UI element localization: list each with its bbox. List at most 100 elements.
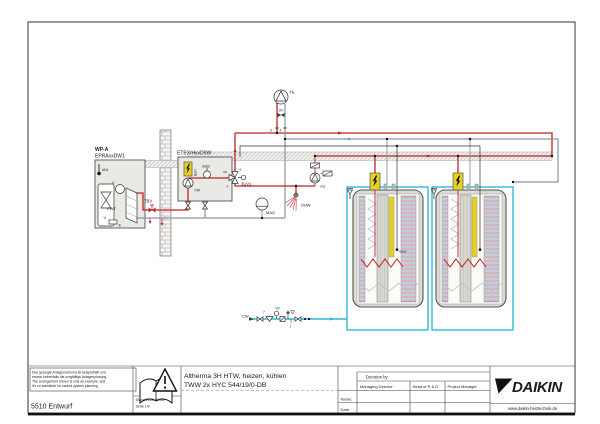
storage-tank-right [430,172,507,308]
shutoff-valve-icon [256,316,264,322]
disclaimer-line: Das gezeigte Anlagenschema ist beispielh… [32,371,106,375]
tbv-label: TBV [144,199,152,204]
wall [159,129,172,257]
shutoff-valve-icon [184,201,192,210]
overflow-valve-label: ÜV [279,109,284,113]
three-way-valve: AB B A 3UV1 [223,168,252,189]
sensor-lines: tDHW [239,145,482,254]
buh-label: BUH [194,169,198,176]
point-1-label: 1 [290,325,292,329]
title-block: Das gezeigte Anlagenschema ist beispielh… [29,366,575,413]
flow-arrow-icon [249,317,254,321]
row-date-label: Date: [341,407,351,412]
three-way-valve-label: 3UV1 [241,182,252,187]
brand-name: DAIKIN [512,379,563,396]
fan-icon: V [97,183,115,227]
decision-col-project-manager: Project Manager [448,384,478,389]
backup-heater-icon [452,172,464,191]
row-name-label: Name: [341,397,353,402]
flow-arrow-icon [338,131,343,135]
port-ab-label: AB [223,170,227,174]
port-a-label: A [227,185,229,189]
circulation-pump: PZ [309,162,333,189]
decision-col-head-rd: Head of R & D [413,384,439,389]
check-valve-icon [279,316,286,322]
measure-points: 3 4 [270,127,287,133]
expansion-vessel: MAG [255,197,275,215]
heating-pump-label: H₁ [290,90,295,96]
outdoor-unit-name: WP-A [95,147,109,153]
flow-arrow-icon [330,317,335,321]
pipe-junctions [260,131,554,321]
outdoor-temp-sensor-icon: tAU [97,164,109,176]
overflow-valve: ÜV [277,109,285,117]
flow-arrow-icon [427,154,432,158]
pwt-label: PWT [107,206,116,211]
heater-rod-icon [388,196,395,258]
compressor-icon: C [112,180,125,194]
storage-tank-left [346,172,424,308]
outdoor-sensor-label: tAU [102,168,109,172]
heating-coil-icon [360,258,404,268]
doc-number: 5510 Entwurf [31,404,72,411]
page-label: Seite 1/4 [136,405,150,409]
heating-coil-icon [443,258,487,268]
point-3-label: 3 [270,129,272,133]
point-4-label: 4 [280,129,282,133]
flow-arrow-icon [345,137,350,141]
air-vent-icon [346,188,354,199]
tbv-valve: TBV [144,199,156,213]
gauge-point-label: 7 [263,311,265,315]
sas-label: SAS [202,165,210,169]
dhw-label: DHW [301,203,311,208]
disclaimer-line: ersetzt keinesfalls die sorgfältige Anla… [32,375,107,379]
tank-sensor-label: tDHW [399,250,407,254]
heater-rod-icon [471,196,478,258]
compressor-label: C [112,180,115,185]
filter-icon [265,316,274,323]
flow-arrow-icon [233,148,237,152]
shower-icon [293,192,299,198]
lightning-icon [455,175,461,187]
heater-e-label: E [119,223,122,228]
indoor-unit-model: ETBX/HxxD9W [177,151,211,157]
outdoor-unit-model: EPRAxxDW1 [95,154,125,160]
air-vent-icon [430,188,438,199]
disclaimer-line: it's no substitute for careful system pl… [32,384,99,388]
disclaimer-box: Das gezeigte Anlagenschema ist beispielh… [29,367,137,392]
page-frame [27,21,576,416]
pw-pump-label: PW [195,189,201,193]
plate-heat-exchanger-icon: PWT [107,187,138,224]
manual-warning-stamp: Stand 2021-01-06 Seite 1/4 [136,367,178,409]
safety-valve-icon: SV [276,307,295,319]
warning-triangle-icon [152,367,178,392]
brand-website: www.daikin-heiztechnik.de [508,406,558,411]
mag-label: MAG [266,210,275,215]
lightning-icon [186,163,190,174]
pz-pump-label: PZ [321,185,327,189]
sv-label: SV [276,307,281,311]
backup-heater-icon [369,172,381,191]
dhw-shower: DHW [284,192,311,212]
pressure-gauge-icon: 7 [263,311,280,319]
cold-water-fittings: CW 7 SV 1 [242,307,302,329]
decision-header: Decision by [366,374,389,379]
indoor-unit-internals: BUH SAS PW [182,161,211,210]
revision-label: Stand 2021-01-06 [136,398,165,402]
port-b-label: B [240,168,242,172]
fan-label: V [104,215,107,220]
drain-valve-icon [148,218,164,226]
shutoff-valve-icon [294,316,302,322]
daikin-logo-icon [495,378,513,394]
heater-e-icon: E [108,219,122,228]
heating-pump: H₁ [273,90,295,105]
decision-col-managing-director: Managing Director [360,384,393,389]
lightning-icon [372,175,378,187]
drawing-title-line1: Altherma 3H HTW, heizen, kühlen [184,373,287,380]
air-separator-icon: SAS [202,165,211,179]
cw-label: CW [242,314,249,319]
outdoor-unit: WP-A EPRAxxDW1 tAU V C PWT E [94,147,146,229]
backup-heater-icon: BUH [183,161,198,177]
